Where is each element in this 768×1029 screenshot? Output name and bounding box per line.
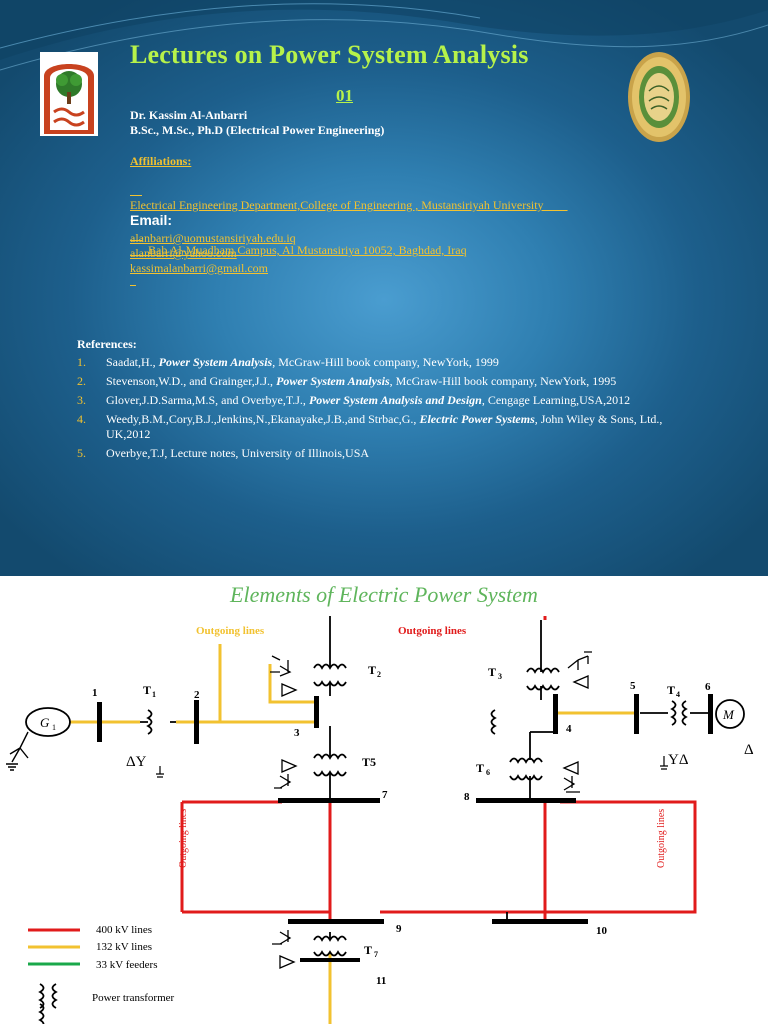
transformer-label: T xyxy=(368,663,376,677)
bus-label: 8 xyxy=(464,791,470,803)
reference-item: 2. Stevenson,W.D., and Grainger,J.J., Pow… xyxy=(77,374,702,389)
reference-item: 1. Saadat,H., Power System Analysis, McGr… xyxy=(77,355,702,370)
title-slide: Lectures on Power System Analysis 01 Dr.… xyxy=(0,0,768,576)
connections xyxy=(329,616,712,938)
generator-index: 1 xyxy=(52,723,56,732)
college-logo xyxy=(40,52,98,136)
reference-publisher: , Cengage Learning,USA,2012 xyxy=(481,393,631,407)
reference-number: 1. xyxy=(77,355,86,369)
reference-title: Electric Power Systems xyxy=(419,412,535,426)
reference-authors: Glover,J.D.Sarma,M.S, and Overbye,T.J., xyxy=(106,393,309,407)
transformer-index: 2 xyxy=(377,670,381,679)
email-link[interactable]: kassimalanbarri@gmail.com xyxy=(130,261,269,275)
transformer-t4: T 4 YΔ xyxy=(660,683,689,770)
reference-publisher: , McGraw-Hill book company, NewYork, 199… xyxy=(389,374,617,388)
transformer-index: 4 xyxy=(676,690,680,699)
university-seal-logo xyxy=(628,52,690,142)
transformer-t2: T 2 xyxy=(270,655,381,697)
lecture-number: 01 xyxy=(336,86,353,105)
references-heading: References: xyxy=(77,337,137,351)
reference-authors: Weedy,B.M.,Cory,B.J.,Jenkins,N.,Ekanayak… xyxy=(106,412,420,426)
transformer-label: T xyxy=(476,761,484,775)
email-heading: Email: xyxy=(130,212,173,228)
reference-authors: Overbye,T.J, Lecture notes, University o… xyxy=(106,446,370,460)
reference-authors: Saadat,H., xyxy=(106,355,159,369)
page-title: Lectures on Power System Analysis xyxy=(130,40,529,69)
legend-label: 132 kV lines xyxy=(96,941,152,953)
transformer-label: T xyxy=(364,943,372,957)
reference-number: 2. xyxy=(77,374,86,388)
outgoing-lines-label: Outgoing lines xyxy=(196,625,265,637)
transformer-t5: T5 xyxy=(274,753,376,789)
generator-label: G xyxy=(40,715,50,730)
lines-132kv xyxy=(70,644,636,1024)
generator: G 1 xyxy=(6,707,71,771)
winding-symbols: YΔ xyxy=(668,752,689,768)
bus-label: 11 xyxy=(376,975,386,987)
motor-label: M xyxy=(722,707,735,722)
legend: 400 kV lines 132 kV lines 33 kV feeders … xyxy=(28,924,175,1029)
reference-authors: Stevenson,W.D., and Grainger,J.J., xyxy=(106,374,277,388)
affiliation-line-2[interactable]: Bab Al-Muadham Campus, Al Mustansiriya 1… xyxy=(130,243,467,257)
email-link[interactable]: alanbarri@yahoo.com xyxy=(130,246,237,260)
transformer-index: 7 xyxy=(374,950,378,959)
legend-label: Power transformer xyxy=(92,992,175,1004)
bus-label: 3 xyxy=(294,727,300,739)
reference-publisher: , McGraw-Hill book company, NewYork, 199… xyxy=(272,355,499,369)
transformer-label: T xyxy=(488,665,496,679)
transformer-index: 1 xyxy=(152,690,156,699)
affiliation-line-1[interactable]: Electrical Engineering Department,Colleg… xyxy=(130,198,568,212)
transformer-t6: T 6 xyxy=(476,757,580,793)
bus-label: 1 xyxy=(92,687,98,699)
diagram-title: Elements of Electric Power System xyxy=(229,582,538,607)
transformer-label: T xyxy=(667,683,675,697)
bus-label: 10 xyxy=(596,925,608,937)
winding-symbols: ΔY xyxy=(126,754,147,770)
reference-number: 5. xyxy=(77,446,86,460)
power-system-diagram: Elements of Electric Power System Outgoi… xyxy=(0,576,768,1029)
author-name: Dr. Kassim Al-Anbarri xyxy=(130,108,248,122)
reference-publisher: , John Wiley & Sons, Ltd., UK,2012 xyxy=(106,412,663,441)
motor: M Δ xyxy=(715,699,754,758)
legend-label: 33 kV feeders xyxy=(96,959,158,971)
transformer-label: T xyxy=(143,683,151,697)
email-list: alanbarri@uomustansiriyah.edu.iq alanbar… xyxy=(130,231,296,276)
reference-title: Power System Analysis and Design xyxy=(308,393,482,407)
reference-item: 5. Overbye,T.J, Lecture notes, University… xyxy=(77,446,702,461)
affiliation-block[interactable]: Electrical Engineering Department,Colleg… xyxy=(130,168,568,288)
bus-label: 6 xyxy=(705,681,711,693)
bus-label: 5 xyxy=(630,680,636,692)
decorative-wave xyxy=(0,0,768,71)
reference-number: 4. xyxy=(77,412,86,426)
reference-item: 4. Weedy,B.M.,Cory,B.J.,Jenkins,N.,Ekanay… xyxy=(77,412,702,442)
lines-400kv xyxy=(180,798,697,922)
reference-title: Power System Analysis xyxy=(158,355,273,369)
transformer-t7: T 7 xyxy=(272,930,378,969)
outgoing-lines-label: Outgoing lines xyxy=(656,809,667,868)
bus-label: 7 xyxy=(382,789,388,801)
transformer-index: 3 xyxy=(498,672,502,681)
author-block: Dr. Kassim Al-Anbarri B.Sc., M.Sc., Ph.D… xyxy=(130,108,384,138)
affiliations-heading: Affiliations: xyxy=(130,154,192,168)
transformer-index: 6 xyxy=(486,768,490,777)
references-list: 1.Saadat,H., Power System Analysis, McGr… xyxy=(77,355,702,465)
reference-title: Power System Analysis xyxy=(276,374,390,388)
email-link[interactable]: alanbarri@uomustansiriyah.edu.iq xyxy=(130,231,296,245)
outgoing-lines-label: Outgoing lines xyxy=(398,625,467,637)
buses xyxy=(97,694,713,962)
bus-labels: 1 2 3 4 5 6 7 8 9 10 11 xyxy=(92,680,711,987)
single-line-diagram: Elements of Electric Power System Outgoi… xyxy=(6,582,754,1029)
author-degrees: B.Sc., M.Sc., Ph.D (Electrical Power Eng… xyxy=(130,123,385,137)
bus-label: 9 xyxy=(396,923,402,935)
transformer-t1: T 1 ΔY xyxy=(126,683,496,778)
delta-symbol: Δ xyxy=(744,742,754,758)
reference-number: 3. xyxy=(77,393,86,407)
bus-label: 4 xyxy=(566,723,572,735)
reference-item: 3. Glover,J.D.Sarma,M.S, and Overbye,T.J.… xyxy=(77,393,702,408)
transformer-label: T5 xyxy=(362,755,376,769)
bus-label: 2 xyxy=(194,689,200,701)
legend-label: 400 kV lines xyxy=(96,924,152,936)
transformer-t3: T 3 xyxy=(488,651,592,691)
